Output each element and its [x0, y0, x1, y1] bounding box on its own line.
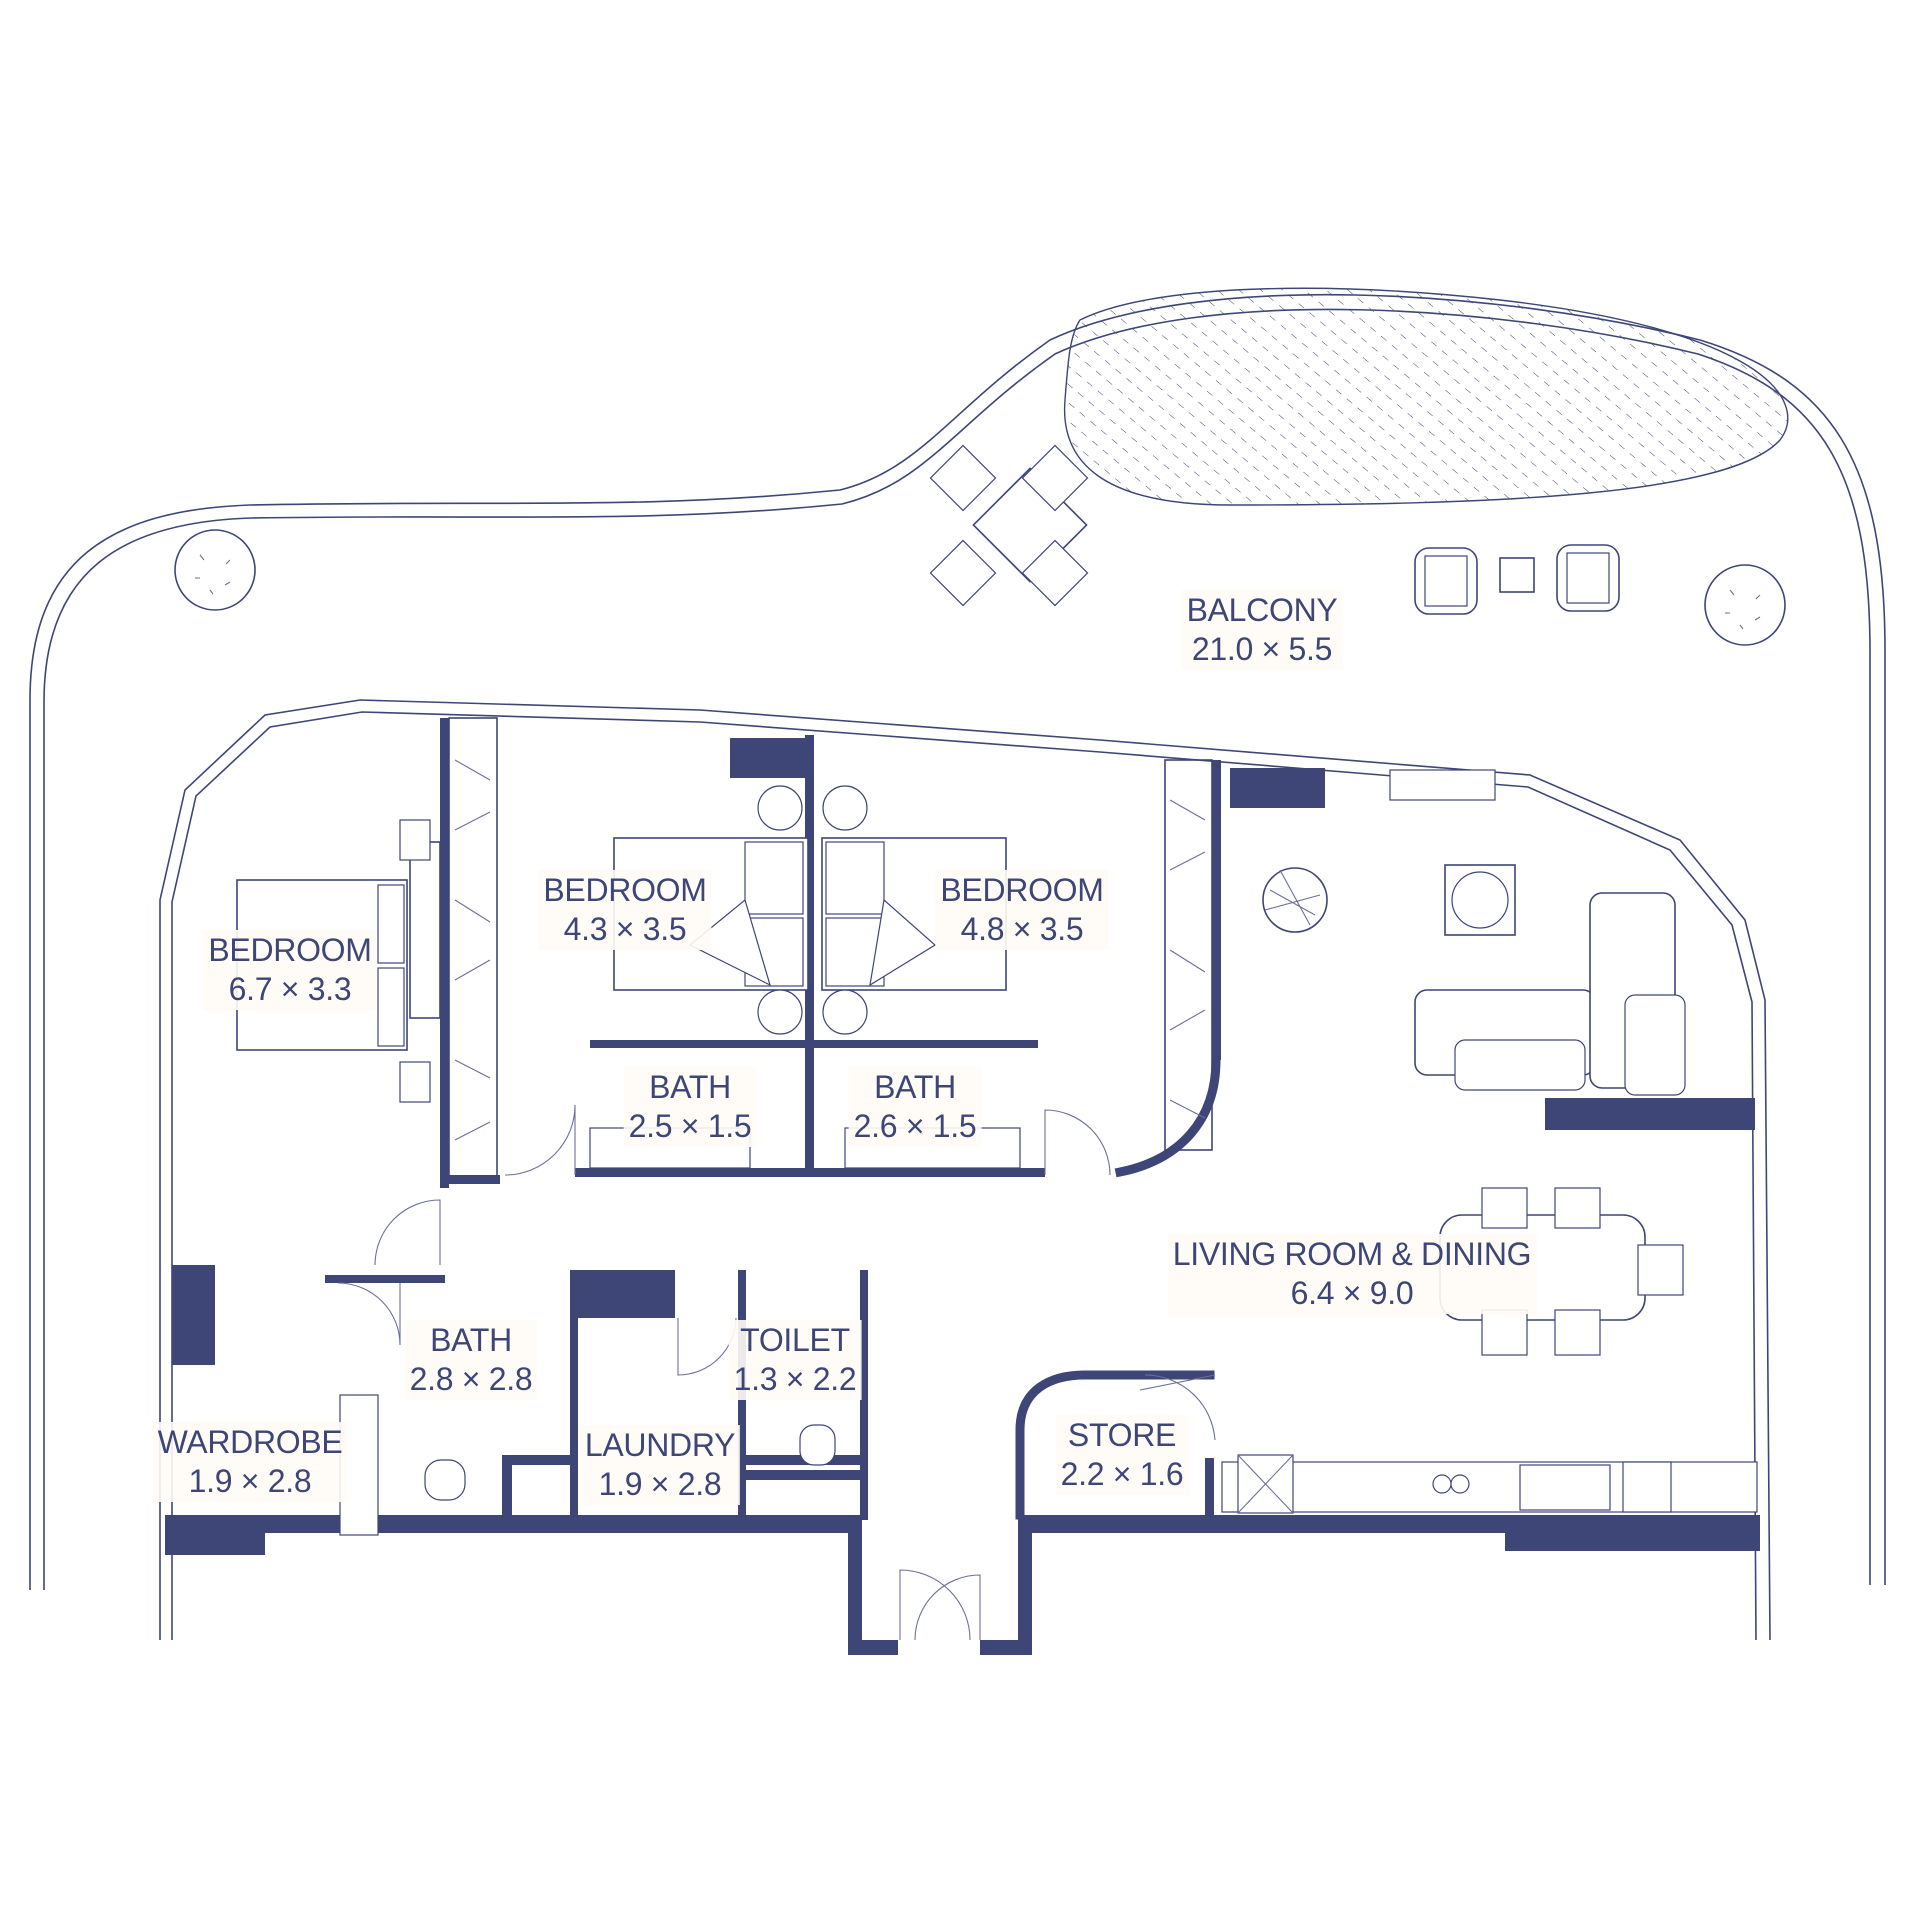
room-label-bath-3: BATH 2.8 × 2.8	[404, 1320, 538, 1400]
room-label-bedroom-right: BEDROOM 4.8 × 3.5	[935, 870, 1109, 950]
lounge-chairs	[1414, 544, 1620, 615]
room-dims: 4.3 × 3.5	[563, 911, 687, 947]
room-name: STORE	[1067, 1417, 1177, 1453]
room-dims: 4.8 × 3.5	[960, 911, 1084, 947]
living-furniture	[1221, 769, 1758, 1514]
room-dims: 1.9 × 2.8	[598, 1466, 722, 1502]
room-label-laundry: LAUNDRY 1.9 × 2.8	[579, 1425, 741, 1505]
room-dims: 2.2 × 1.6	[1060, 1456, 1184, 1492]
room-label-bedroom-middle: BEDROOM 4.3 × 3.5	[538, 870, 712, 950]
room-dims: 1.9 × 2.8	[188, 1463, 312, 1499]
room-label-toilet: TOILET 1.3 × 2.2	[728, 1320, 862, 1400]
room-label-store: STORE 2.2 × 1.6	[1055, 1415, 1189, 1495]
room-name: TOILET	[740, 1322, 850, 1358]
room-name: BATH	[649, 1069, 731, 1105]
room-dims: 1.3 × 2.2	[733, 1361, 857, 1397]
room-dims: 21.0 × 5.5	[1191, 631, 1333, 667]
room-name: LIVING ROOM & DINING	[1172, 1236, 1532, 1272]
room-name: BATH	[874, 1069, 956, 1105]
room-name: LAUNDRY	[584, 1427, 736, 1463]
door-arcs	[337, 1104, 1216, 1641]
room-label-living-dining: LIVING ROOM & DINING 6.4 × 9.0	[1167, 1234, 1537, 1314]
room-label-bedroom-left: BEDROOM 6.7 × 3.3	[203, 930, 377, 1010]
room-label-wardrobe: WARDROBE 1.9 × 2.8	[152, 1422, 348, 1502]
plant-icon	[174, 529, 256, 611]
interior-glazing	[159, 699, 1771, 1641]
planter-hatched	[1063, 287, 1789, 506]
room-dims: 6.7 × 3.3	[228, 971, 352, 1007]
room-name: BEDROOM	[208, 932, 372, 968]
room-name: BEDROOM	[940, 872, 1104, 908]
room-label-bath-1: BATH 2.5 × 1.5	[623, 1067, 757, 1147]
walls	[165, 718, 1760, 1655]
room-name: BATH	[430, 1322, 512, 1358]
balcony-dining-set	[929, 444, 1089, 607]
room-name: BEDROOM	[543, 872, 707, 908]
room-dims: 6.4 × 9.0	[1290, 1275, 1414, 1311]
room-name: BALCONY	[1186, 592, 1338, 628]
plant-icon	[1704, 564, 1786, 646]
room-label-bath-2: BATH 2.6 × 1.5	[848, 1067, 982, 1147]
room-name: WARDROBE	[157, 1424, 343, 1460]
room-label-balcony: BALCONY 21.0 × 5.5	[1181, 590, 1343, 670]
room-dims: 2.5 × 1.5	[628, 1108, 752, 1144]
room-dims: 2.6 × 1.5	[853, 1108, 977, 1144]
room-dims: 2.8 × 2.8	[409, 1361, 533, 1397]
